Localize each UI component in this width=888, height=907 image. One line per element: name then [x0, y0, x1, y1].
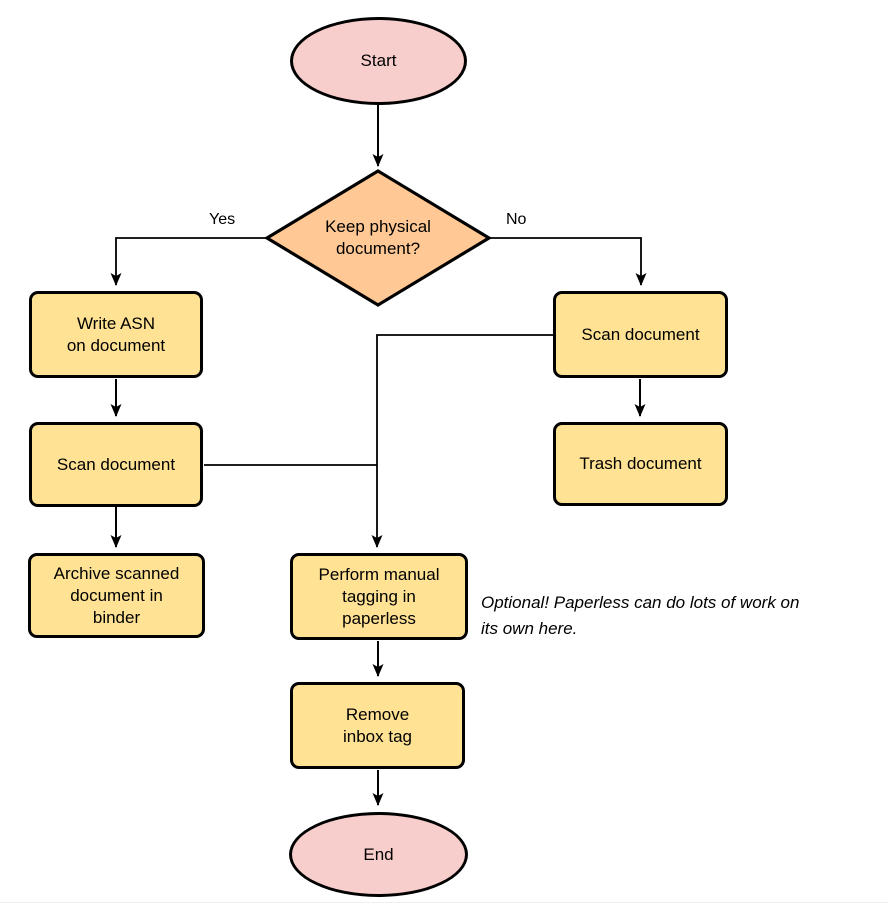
- node-trash-document: Trash document: [553, 422, 728, 506]
- edge-label-no: No: [506, 211, 527, 228]
- edge-decision-no-to-scan-right: [490, 237, 647, 286]
- node-label: Remove inbox tag: [343, 704, 412, 746]
- edge-decision-yes-to-write-asn: [110, 237, 266, 286]
- decision-diamond-shape: [263, 169, 493, 307]
- node-label: End: [363, 844, 394, 864]
- node-write-asn-on-document: Write ASN on document: [29, 291, 203, 378]
- node-label: Scan document: [56, 454, 176, 474]
- node-label: Archive scanned document in binder: [53, 563, 180, 627]
- optional-note: Optional! Paperless can do lots of work …: [481, 593, 800, 638]
- node-archive-scanned-document: Archive scanned document in binder: [28, 553, 205, 638]
- node-label: Start: [360, 51, 397, 70]
- node-start: Start: [290, 17, 467, 105]
- node-remove-inbox-tag: Remove inbox tag: [290, 682, 465, 769]
- bottom-divider: [0, 902, 888, 903]
- node-end: End: [289, 812, 468, 897]
- node-perform-manual-tagging: Perform manual tagging in paperless: [290, 553, 468, 640]
- node-scan-document-left: Scan document: [29, 422, 203, 507]
- node-decision-keep-physical: Keep physical document?: [277, 176, 479, 300]
- node-label: Perform manual tagging in paperless: [318, 564, 440, 628]
- edge-label-yes: Yes: [209, 211, 236, 228]
- node-label: Scan document: [581, 324, 700, 344]
- node-scan-document-right: Scan document: [553, 291, 728, 378]
- node-label: Write ASN on document: [66, 313, 166, 355]
- node-label: Keep physical document?: [325, 217, 431, 258]
- node-label: Trash document: [579, 454, 702, 473]
- edge-scan-right-to-tagging: [371, 334, 553, 548]
